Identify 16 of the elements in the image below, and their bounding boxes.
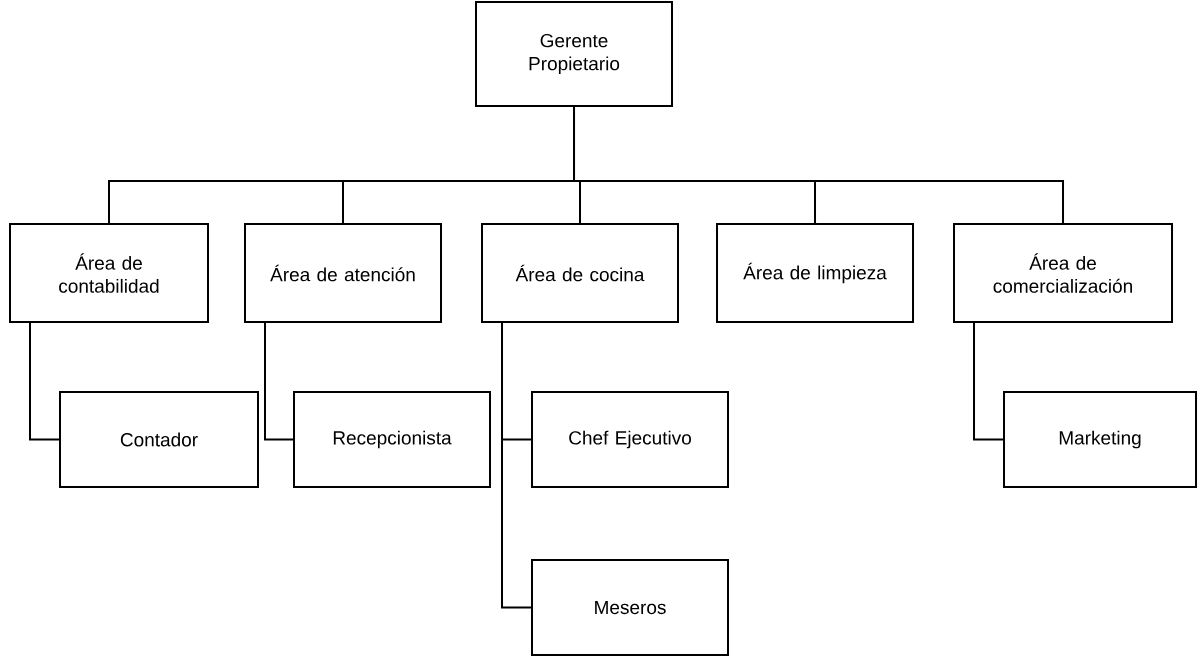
org-box: Área de cocina [481, 223, 679, 323]
connector-line [573, 106, 1064, 224]
org-box: Gerente Propietario [475, 1, 673, 107]
org-box: Contador [59, 391, 259, 488]
org-box: Recepcionista [293, 391, 491, 488]
org-box: Meseros [531, 559, 729, 656]
org-box: Área de limpieza [716, 223, 914, 323]
org-box: Marketing [1003, 391, 1197, 488]
org-box: Área de contabilidad [9, 223, 209, 323]
connector-line [29, 322, 60, 441]
org-box: Área de atención [244, 223, 442, 323]
org-box: Chef Ejecutivo [531, 391, 729, 488]
org-box: Área de comercialización [953, 223, 1173, 323]
connector-line [501, 322, 532, 609]
connector-line [973, 322, 1004, 441]
connector-line [264, 322, 294, 441]
